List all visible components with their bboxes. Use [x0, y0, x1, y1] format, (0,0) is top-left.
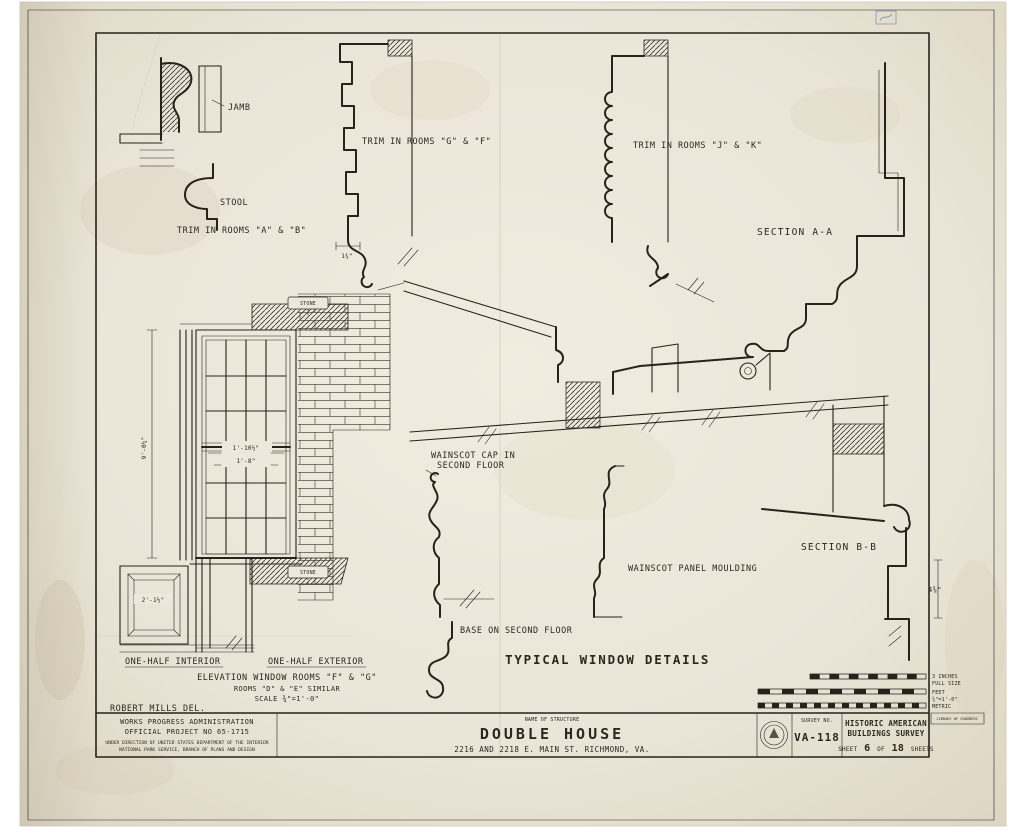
label-one-half-interior: ONE-HALF INTERIOR [125, 657, 221, 667]
dim-window-width-outer: 1'-10½" [233, 445, 260, 452]
scale-bars [757, 673, 927, 709]
sheet-count-pre: SHEET [838, 746, 857, 753]
scale-feet-ratio: ¾"=1'-0" [932, 697, 958, 703]
trim-jk-drawing [604, 39, 715, 303]
dim-window-height: 9'-0¼" [141, 437, 148, 460]
dim-section-bb-height: 4⅜" [928, 585, 942, 594]
scale-full-size-line1: 3 INCHES [932, 674, 958, 680]
structure-address: 2216 AND 2218 E. MAIN ST. RICHMOND, VA. [454, 745, 650, 754]
label-section-bb: SECTION B-B [801, 542, 877, 553]
label-stool: STOOL [220, 198, 248, 208]
dim-trim-width: 1¾" [341, 253, 352, 260]
sheet-count-post: SHEETS [911, 746, 934, 753]
sheet-count-total: 18 [892, 743, 904, 754]
label-delineator: ROBERT MILLS DEL. [110, 704, 206, 714]
base-profile [426, 621, 453, 699]
dimension-labels: 1'-10½" 1'-8" 9'-0¼" 2'-1½" 1¾" 4⅜" [141, 253, 942, 604]
section-bb-drawing [761, 395, 943, 661]
window-elevation-drawing [119, 293, 391, 668]
label-wainscot-cap-line2: SECOND FLOOR [437, 461, 505, 471]
scale-bar-labels: 3 INCHES FULL SIZE FEET ¾"=1'-0" METRIC [932, 674, 961, 710]
title-block: WORKS PROGRESS ADMINISTRATION OFFICIAL P… [95, 712, 985, 758]
dim-panel-height: 2'-1½" [142, 597, 165, 604]
trim-gf-drawing [335, 39, 419, 291]
dim-window-width-inner: 1'-8" [236, 458, 255, 465]
survey-label: SURVEY NO. [801, 718, 833, 724]
annotation-labels: JAMB STOOL TRIM IN ROOMS "A" & "B" TRIM … [110, 103, 877, 714]
nps-stamp [760, 721, 788, 749]
scale-metric-label: METRIC [932, 704, 951, 710]
corner-stamp [875, 10, 897, 25]
stool-detail-drawing [139, 149, 218, 231]
sheet-count-mid: OF [877, 746, 885, 753]
sheet-count-num: 6 [864, 743, 870, 754]
habs-line2: BUILDINGS SURVEY [847, 729, 924, 738]
loc-label: LIBRARY OF CONGRESS [936, 717, 977, 721]
wainscot-cap-profile [425, 469, 495, 618]
survey-number: VA-118 [794, 731, 840, 744]
label-trim-gf: TRIM IN ROOMS "G" & "F" [362, 137, 491, 147]
label-section-aa: SECTION A-A [757, 227, 833, 238]
sheet-main-title: TYPICAL WINDOW DETAILS [505, 652, 710, 667]
wainscot-panel-profile [593, 465, 625, 618]
cornice-section-drawing [403, 62, 905, 445]
jamb-detail-drawing [119, 57, 225, 144]
structure-name: DOUBLE HOUSE [480, 725, 624, 743]
wpa-line1: WORKS PROGRESS ADMINISTRATION [120, 718, 254, 726]
sheet-count: SHEET 6 OF 18 SHEETS [838, 743, 934, 754]
label-stone-bottom: STONE [300, 570, 316, 576]
sheet-frame [27, 9, 995, 821]
label-elevation-scale: SCALE ¾"=1'-0" [255, 695, 320, 703]
label-one-half-exterior: ONE-HALF EXTERIOR [268, 657, 364, 667]
label-base-second-floor: BASE ON SECOND FLOOR [460, 626, 573, 636]
label-trim-ab: TRIM IN ROOMS "A" & "B" [177, 226, 306, 236]
label-elevation-line1: ELEVATION WINDOW ROOMS "F" & "G" [197, 673, 377, 683]
label-jamb: JAMB [228, 103, 250, 113]
label-stone-top: STONE [300, 301, 316, 307]
wpa-line3: UNDER DIRECTION OF UNITED STATES DEPARTM… [105, 740, 268, 746]
name-of-structure-label: NAME OF STRUCTURE [525, 717, 580, 723]
wpa-line2: OFFICIAL PROJECT NO 65-1715 [125, 728, 250, 736]
paper-background [19, 1, 1007, 827]
label-wainscot-cap-line1: WAINSCOT CAP IN [431, 451, 515, 461]
scale-feet-label: FEET [932, 690, 945, 696]
label-elevation-line2: ROOMS "D" & "E" SIMILAR [234, 685, 341, 693]
habs-line1: HISTORIC AMERICAN [845, 719, 927, 728]
scale-full-size-line2: FULL SIZE [932, 681, 961, 687]
label-trim-jk: TRIM IN ROOMS "J" & "K" [633, 141, 762, 151]
wpa-line4: NATIONAL PARK SERVICE, BRANCH OF PLANS A… [119, 747, 255, 753]
label-wainscot-panel: WAINSCOT PANEL MOULDING [628, 564, 757, 574]
